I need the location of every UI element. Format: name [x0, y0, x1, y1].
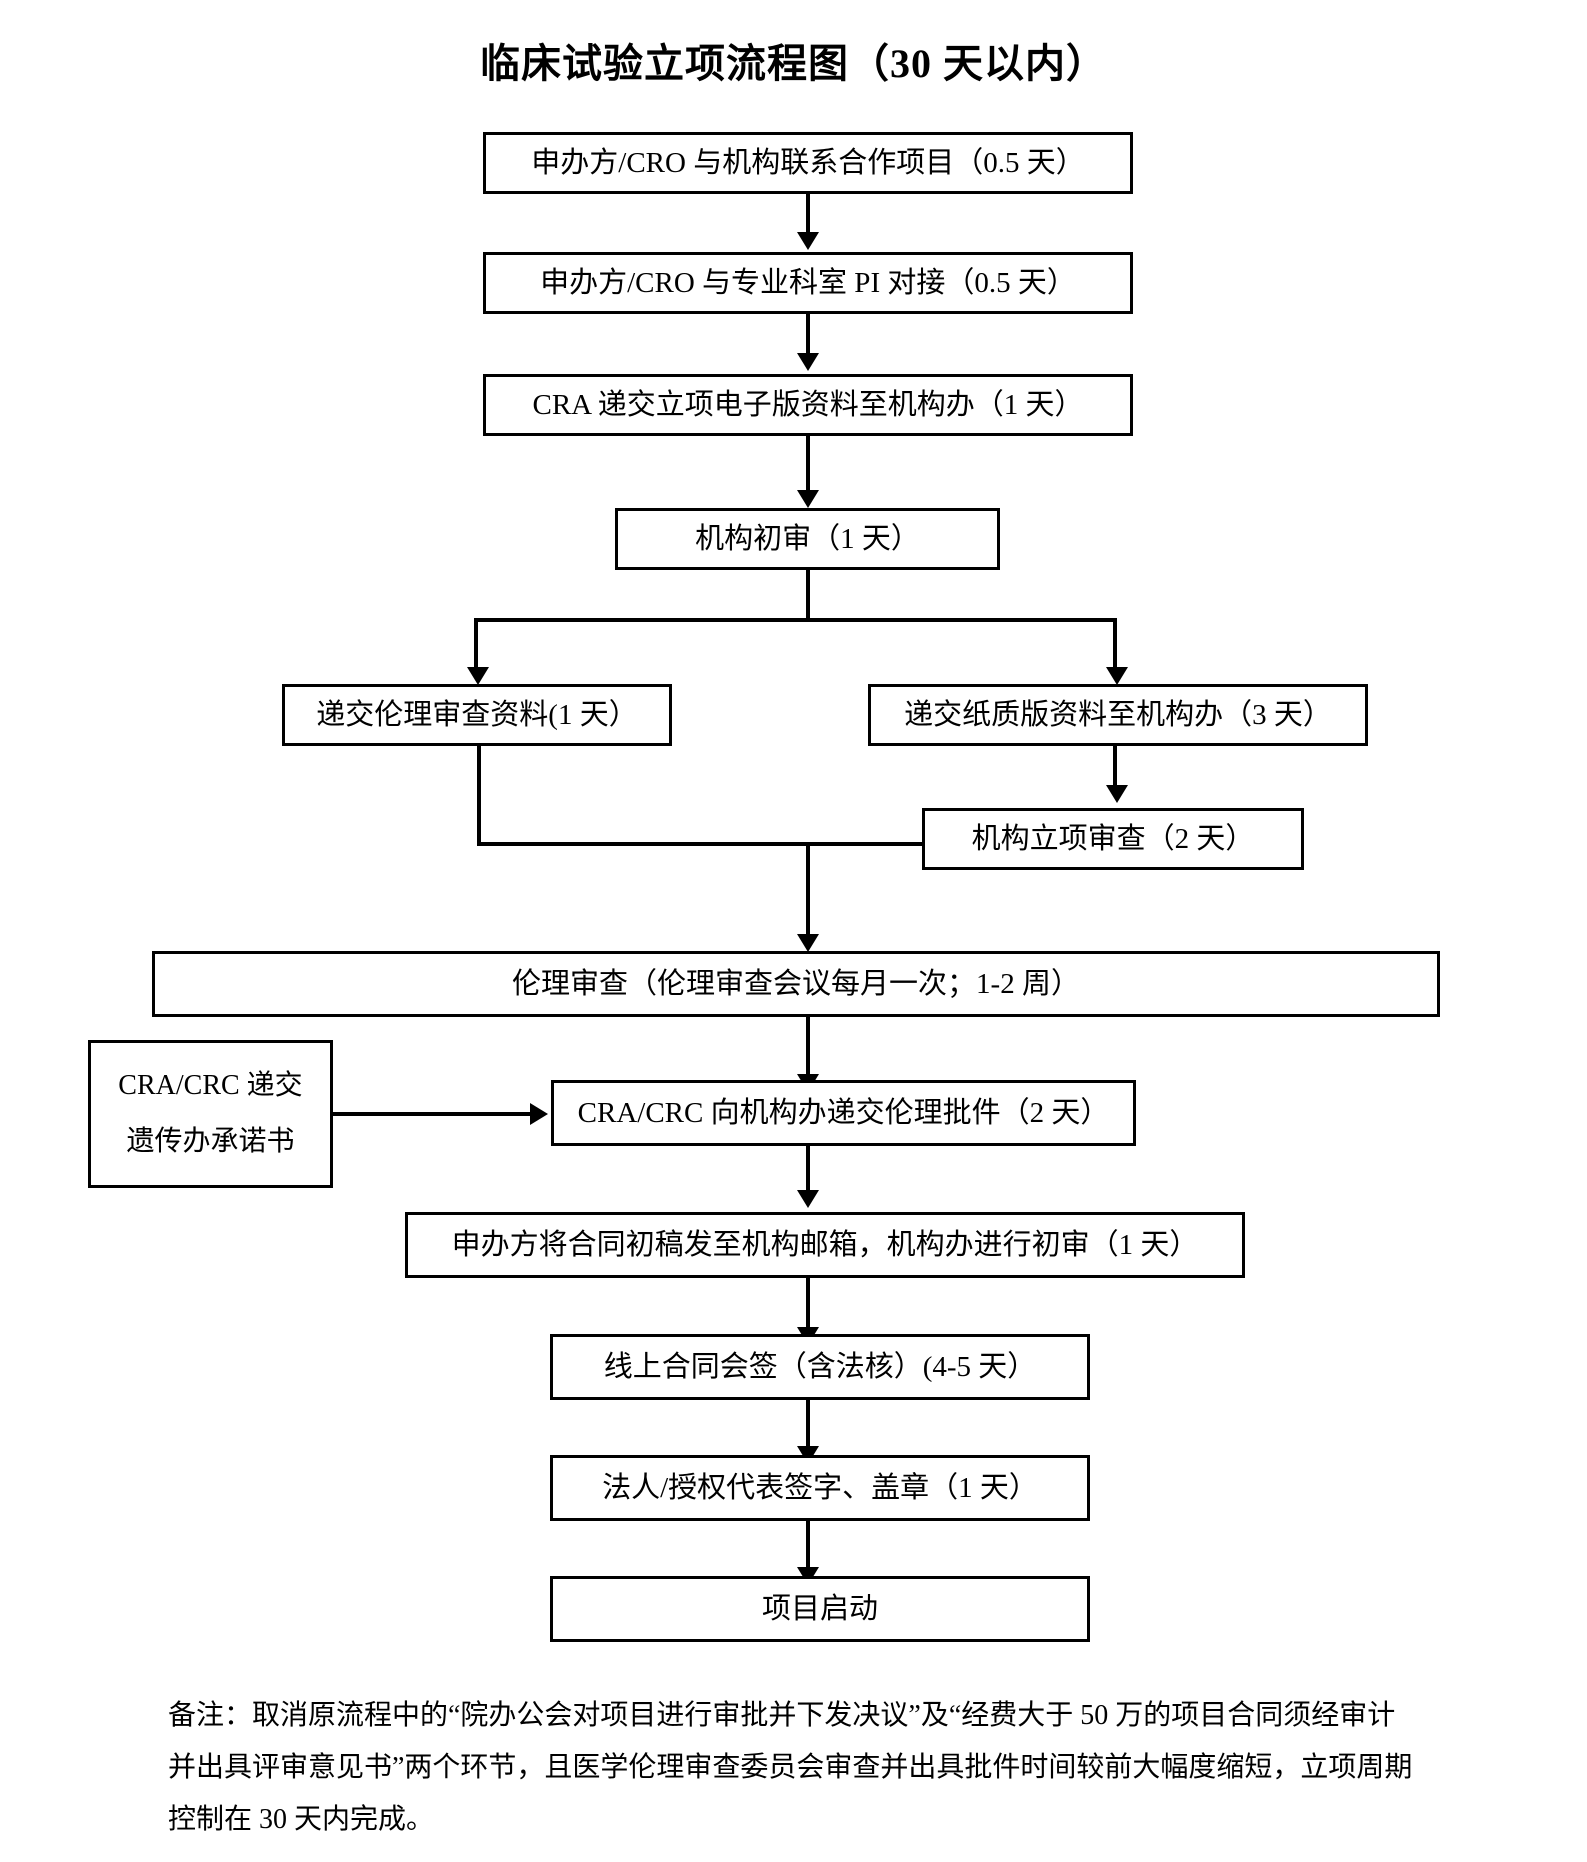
arrowhead-n3-n4	[797, 490, 819, 508]
node-submit-paper-materials[interactable]: 递交纸质版资料至机构办（3 天）	[868, 684, 1368, 746]
edge-n5-merge-drop	[477, 746, 481, 846]
edge-n1-n2	[806, 194, 810, 238]
node-cra-submit-electronic-materials[interactable]: CRA 递交立项电子版资料至机构办（1 天）	[483, 374, 1133, 436]
node-sponsor-cro-pi-alignment[interactable]: 申办方/CRO 与专业科室 PI 对接（0.5 天）	[483, 252, 1133, 314]
edge-n8-n10	[806, 1017, 810, 1080]
node-sponsor-cro-contact-institution[interactable]: 申办方/CRO 与机构联系合作项目（0.5 天）	[483, 132, 1133, 194]
footnote-line-3: 控制在 30 天内完成。	[168, 1804, 435, 1835]
edge-branch-left-drop	[474, 618, 478, 673]
edge-n13-n14	[806, 1521, 810, 1573]
node-cra-crc-genetics-commitment-line1: CRA/CRC 递交	[118, 1070, 303, 1101]
edge-n11-n12	[806, 1278, 810, 1333]
node-submit-ethics-review-materials[interactable]: 递交伦理审查资料(1 天）	[282, 684, 672, 746]
node-institution-project-review[interactable]: 机构立项审查（2 天）	[922, 808, 1304, 870]
arrowhead-n2-n3	[797, 353, 819, 371]
arrowhead-n1-n2	[797, 232, 819, 250]
footnote: 备注：取消原流程中的“院办公会对项目进行审批并下发决议”及“经费大于 50 万的…	[168, 1690, 1458, 1846]
edge-n3-n4	[806, 436, 810, 496]
edge-n12-n13	[806, 1400, 810, 1452]
edge-merge-horizontal	[477, 842, 926, 846]
node-cra-crc-genetics-commitment-line2: 遗传办承诺书	[126, 1126, 295, 1157]
edge-merge-to-n8	[806, 842, 810, 940]
node-online-contract-countersign[interactable]: 线上合同会签（含法核）(4-5 天）	[550, 1334, 1090, 1400]
edge-n10-n11	[806, 1146, 810, 1196]
arrowhead-n10-n11	[797, 1190, 819, 1208]
edge-branch-horizontal	[474, 618, 1117, 622]
node-cra-crc-submit-ethics-approval[interactable]: CRA/CRC 向机构办递交伦理批件（2 天）	[551, 1080, 1136, 1146]
arrowhead-n9-n10	[530, 1103, 548, 1125]
arrowhead-branch-right	[1106, 667, 1128, 685]
edge-n6-n7	[1113, 746, 1117, 791]
page-title: 临床试验立项流程图（30 天以内）	[480, 41, 1107, 86]
node-institution-preliminary-review[interactable]: 机构初审（1 天）	[615, 508, 1000, 570]
footnote-line-1: 备注：取消原流程中的“院办公会对项目进行审批并下发决议”及“经费大于 50 万的…	[168, 1700, 1396, 1731]
edge-n9-n10	[333, 1112, 534, 1116]
node-project-start[interactable]: 项目启动	[550, 1576, 1090, 1642]
edge-n2-n3	[806, 314, 810, 359]
edge-n4-branch-stem	[806, 570, 810, 622]
arrowhead-branch-left	[467, 667, 489, 685]
node-sponsor-send-contract-draft[interactable]: 申办方将合同初稿发至机构邮箱，机构办进行初审（1 天）	[405, 1212, 1245, 1278]
edge-branch-right-drop	[1113, 618, 1117, 673]
arrowhead-n6-n7	[1106, 785, 1128, 803]
arrowhead-merge-n8	[797, 934, 819, 952]
node-cra-crc-genetics-commitment[interactable]: CRA/CRC 递交 遗传办承诺书	[88, 1040, 333, 1188]
footnote-line-2: 并出具评审意见书”两个环节，且医学伦理审查委员会审查并出具批件时间较前大幅度缩短…	[168, 1752, 1413, 1783]
node-ethics-review[interactable]: 伦理审查（伦理审查会议每月一次；1-2 周）	[152, 951, 1440, 1017]
node-legal-rep-signature-seal[interactable]: 法人/授权代表签字、盖章（1 天）	[550, 1455, 1090, 1521]
